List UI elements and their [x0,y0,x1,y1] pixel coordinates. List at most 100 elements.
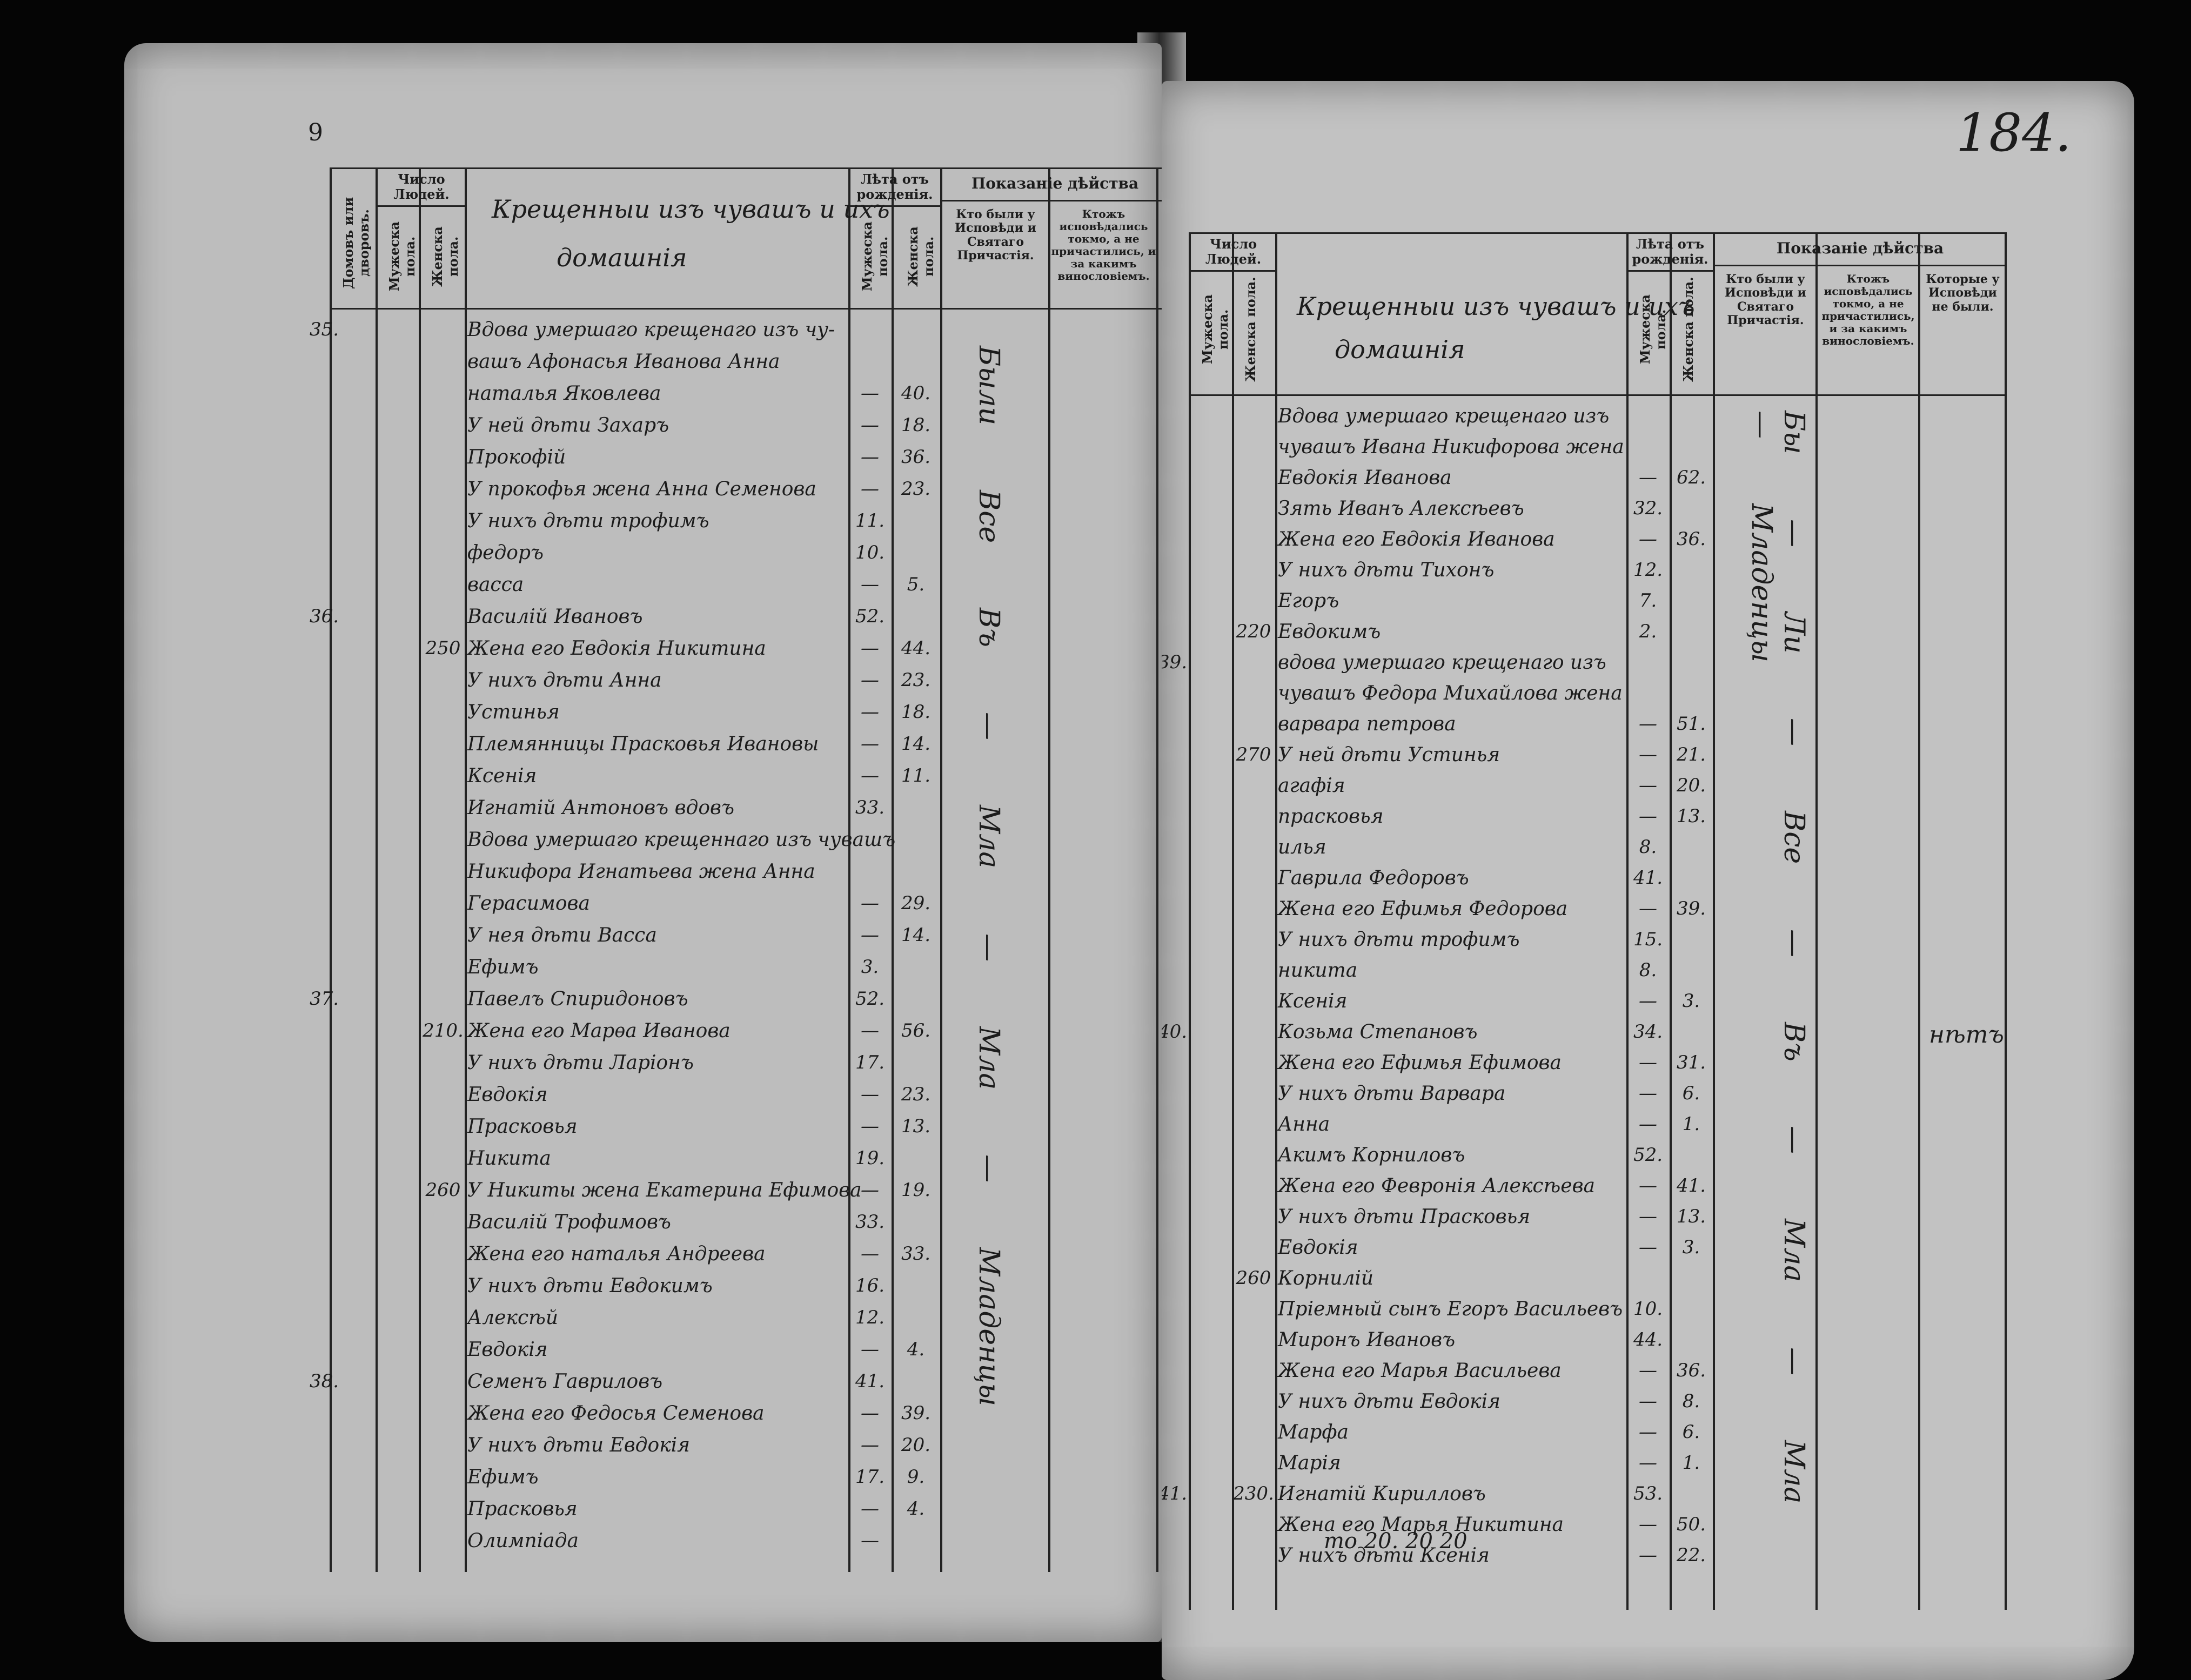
entry-text: У нихъ дѣти трофимъ [1278,929,1520,951]
entry-text: вдова умершаго крещенаго изъ [1278,651,1606,674]
age-female: 9. [907,1466,925,1488]
remark-word: — [1778,519,1810,547]
confession-header: Показаніе дѣйства [971,174,1139,192]
age-male: — [1639,1237,1657,1258]
households-header: Домовъ или дворовъ. [340,197,372,290]
age-male: 41. [1633,867,1663,889]
age-male: 53. [1633,1483,1663,1504]
household-number: 35. [309,319,339,340]
age-female: 11. [901,765,931,787]
remark-word: — [1778,1347,1810,1375]
entry-text: У Никиты жена Екатерина Ефимова [467,1179,862,1201]
people-count: 250 [425,637,461,659]
entry-text: Жена его Ефимья Федорова [1278,898,1568,920]
age-male: 15. [1633,929,1663,950]
confessed-only-header: Ктожъ исповѣдались токмо, а не причастил… [1051,207,1156,283]
entry-text: Вдова умершаго крещенаго изъ чу- [467,319,835,341]
right-male-count-header: Мужеска пола. [1200,294,1231,365]
age-male: 52. [855,988,885,1010]
age-female: 1. [1682,1113,1700,1135]
age-male: 16. [855,1275,885,1296]
age-male: — [861,892,879,914]
age-female: 13. [901,1115,931,1137]
age-male: 44. [1633,1329,1663,1350]
age-female: 36. [901,446,931,468]
age-male: — [1639,1452,1657,1474]
household-number: 40. [1162,1021,1188,1043]
age-female: 40. [901,382,931,404]
age-female: 19. [901,1179,931,1201]
entry-text: У нихъ дѣти Ксенія [1278,1544,1490,1567]
age-male: — [861,1434,879,1456]
age-male: 34. [1633,1021,1663,1043]
entry-text: У нихъ дѣти Ларіонъ [467,1052,694,1074]
age-male: 52. [855,606,885,627]
entry-text: Племянницы Прасковья Ивановы [467,733,819,755]
entry-text: У нихъ дѣти трофимъ [467,510,709,532]
entry-text: никита [1278,959,1358,982]
age-male: — [1639,990,1657,1012]
remark-word: — [973,1154,1005,1182]
age-female: 39. [901,1402,931,1424]
people-count: 210. [423,1020,464,1041]
age-female: 51. [1676,713,1706,735]
entry-text: агафія [1278,775,1345,797]
age-male: — [861,924,879,946]
age-male: — [861,637,879,659]
column-title-handwritten: Крещенныи изъ чувашъ и ихъ [492,194,890,224]
entry-text: Евдокія [467,1084,548,1106]
household-number: 37. [309,988,339,1010]
remark-word: Все [1778,811,1810,864]
age-female: 13. [1676,1206,1706,1227]
entry-text: Анна [1278,1113,1330,1135]
age-male: — [861,1339,879,1360]
entry-text: У ней дѣти Захаръ [467,414,669,436]
age-male: 8. [1639,836,1657,858]
right-column-title-handwritten-2: домашнія [1335,335,1465,364]
age-male: — [1639,1514,1657,1535]
remark-word: Младенцы [1745,503,1778,662]
entry-text: Жена его Марья Васильева [1278,1360,1562,1382]
age-female: 5. [907,574,925,595]
age-male: — [1639,1421,1657,1443]
right-age-header: Лѣта отъ рожденія. [1632,236,1708,267]
people-count: 270 [1236,744,1271,765]
entry-text: Прасковья [467,1498,578,1520]
entry-text: Евдокія Иванова [1278,467,1452,489]
age-male: — [1639,1544,1657,1566]
age-male: — [1639,898,1657,919]
age-female: 41. [1676,1175,1706,1197]
entry-text: Герасимова [467,892,590,915]
entry-text: Жена его Евдокія Иванова [1278,528,1555,550]
age-male: — [1639,713,1657,735]
age-male: — [861,574,879,595]
age-male: — [1639,805,1657,827]
right-confessed-header: Кто были у Исповѣди и Святаго Причастія. [1725,272,1806,327]
entry-text: Прасковья [467,1115,578,1138]
age-male: — [861,669,879,691]
age-male: — [861,733,879,755]
entry-text: Павелъ Спиридоновъ [467,988,688,1010]
entry-text: илья [1278,836,1326,858]
age-male: — [861,414,879,436]
entry-text: Семенъ Гавриловъ [467,1370,663,1393]
age-male: — [861,765,879,787]
age-male: — [1639,1175,1657,1197]
household-number: 36. [309,606,339,627]
entry-text: Пріемный сынъ Егоръ Васильевъ [1278,1298,1623,1320]
age-male: — [861,1402,879,1424]
age-male: 17. [855,1466,885,1488]
age-male: 3. [861,956,879,978]
corner-mark: 9 [308,119,323,146]
remark-word: — [973,933,1005,962]
folio-number: 184. [1956,103,2072,163]
age-male: 2. [1639,621,1657,642]
entry-text: Вдова умершаго крещенаго изъ [1278,405,1610,427]
entry-text: Жена его наталья Андреева [467,1243,766,1265]
age-female: 36. [1676,528,1706,550]
remark-word: — [1778,1126,1810,1154]
age-male: 19. [855,1147,885,1169]
entry-text: Василій Ивановъ [467,606,643,628]
